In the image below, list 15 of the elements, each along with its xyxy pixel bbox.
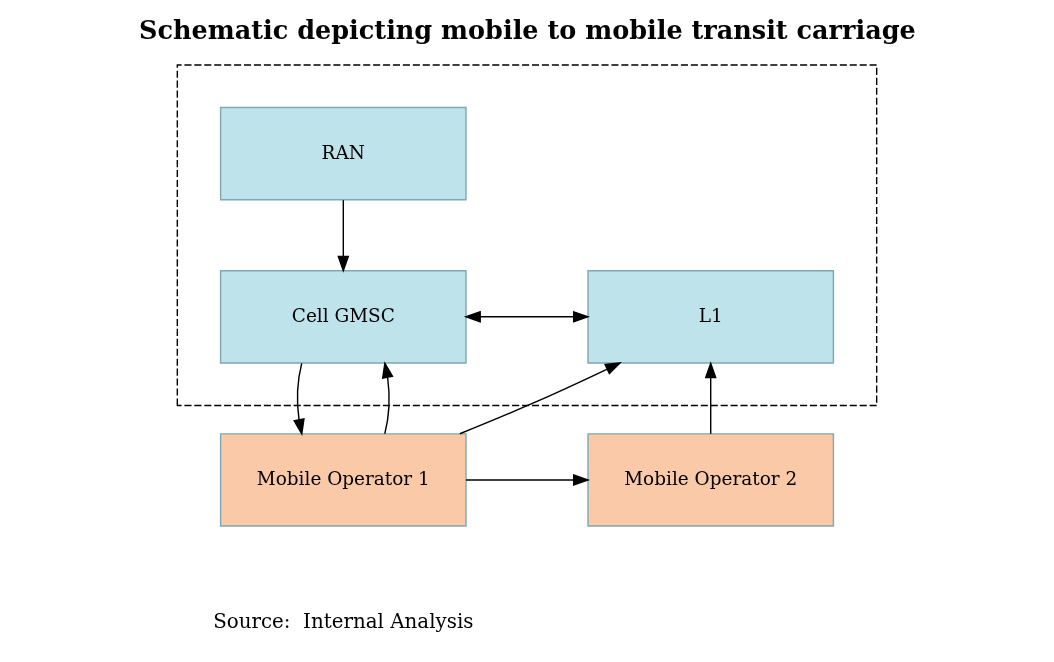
node-box: Mobile Operator 2 (587, 433, 835, 527)
arrow (465, 473, 590, 486)
caption: Source: Internal Analysis (213, 609, 474, 633)
arrow (463, 310, 590, 323)
arrow (704, 361, 717, 435)
diagram-title: Schematic depicting mobile to mobile transit carriage (139, 14, 916, 45)
cluster (176, 64, 878, 407)
arrow (293, 362, 305, 436)
arrow (337, 199, 350, 273)
arrow (381, 361, 394, 435)
node-box: Mobile Operator 1 (219, 433, 467, 527)
node-box: Cell GMSC (219, 270, 467, 364)
arrow (459, 362, 622, 435)
node-box: RAN (219, 106, 467, 201)
node-box: L1 (587, 270, 835, 364)
